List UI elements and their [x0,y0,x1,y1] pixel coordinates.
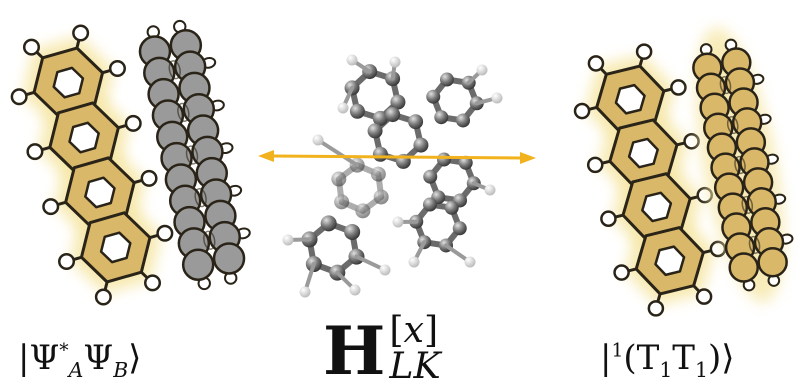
carbon-atom [371,167,386,182]
carbon-atom [385,107,400,122]
hydrogen-atom [28,144,43,159]
hydrogen-atom [637,45,651,59]
hydrogen-atom [465,257,476,268]
hydrogen-atom [338,103,349,114]
hydrogen-atom [649,301,663,315]
hydrogen-atom [126,116,141,131]
carbon-atom [456,113,470,127]
c-h-bond [318,140,357,165]
hamiltonian-label: H[x]LK [323,312,441,390]
hydrogen-atom [393,217,404,228]
carbon-atom [730,253,758,281]
hydrogen-atom [43,199,58,214]
carbon-atom [426,90,440,104]
hydrogen-atom [492,93,503,104]
hydrogen-atom [390,57,401,68]
carbon-atom [408,114,423,129]
carbon-atom [437,153,451,167]
carbon-atom [334,194,349,209]
hydrogen-atom [283,235,294,246]
hydrogen-atom [697,290,711,304]
carbon-atom [413,138,428,153]
hydrogen-atom [110,61,125,76]
hydrogen-atom [300,287,311,298]
carbon-atom [368,123,383,138]
hydrogen-atom [24,40,39,55]
carbon-atom [331,172,346,187]
right-molecule-pair [575,21,801,315]
carbon-atom [445,201,459,215]
hydrogen-atom [588,158,602,172]
state-label-right: |1(T1T1)⟩ [600,338,735,382]
hydrogen-atom [59,254,74,269]
carbon-atom [321,215,337,231]
hydrogen-atom [671,80,685,94]
hydrogen-atom [477,65,488,76]
carbon-atom [374,189,389,204]
hydrogen-atom [145,276,160,291]
hydrogen-atom [380,265,391,276]
hydrogen-atom [73,26,88,41]
hydrogen-atom [158,226,173,241]
left-molecule-pair [12,21,251,304]
hydrogen-atom [96,290,111,305]
carbon-atom [434,110,448,124]
carbon-atom [355,203,370,218]
carbon-atom [344,224,360,240]
hydrogen-atom [575,104,589,118]
hydrogen-atom [350,285,361,296]
hydrogen-atom [12,89,27,104]
carbon-atom [183,250,213,280]
carbon-atom [759,248,787,276]
hydrogen-atom [347,55,358,66]
carbon-atom [214,243,244,273]
state-label-left: |Ψ*AΨB⟩ [18,338,141,382]
center-3d-molecule-model [283,55,503,298]
carbon-atom [423,198,437,212]
hydrogen-atom [685,134,699,148]
hydrogen-atom [615,266,629,280]
hydrogen-atom [485,185,496,196]
hydrogen-atom [711,242,725,256]
hydrogen-atom [601,212,615,226]
hydrogen-atom [589,56,603,70]
carbon-atom [440,73,454,87]
hydrogen-atom [313,135,324,146]
carbon-atom [423,170,437,184]
hydrogen-atom [142,171,157,186]
carbon-atom [350,104,365,119]
carbon-atom [373,147,388,162]
carbon-atom [453,221,467,235]
hydrogen-atom [409,257,420,268]
